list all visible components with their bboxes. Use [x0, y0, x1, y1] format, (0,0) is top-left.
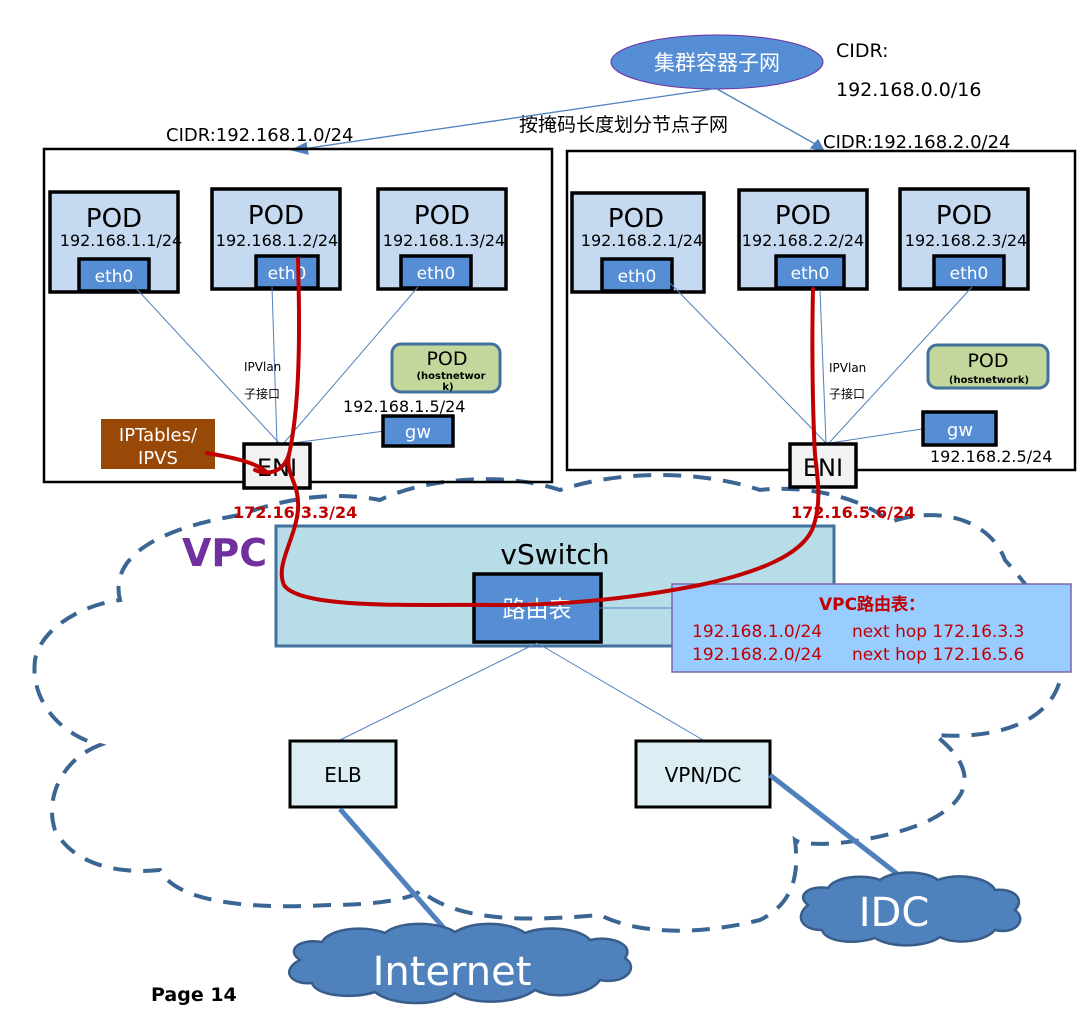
hostnet-pod-subtitle: (hostnetwor: [416, 371, 485, 382]
elb-box: ELB: [288, 739, 398, 809]
vpn-dc-box: VPN/DC: [634, 739, 772, 809]
idc-label: IDC: [859, 890, 930, 936]
vswitch-links: [339, 607, 704, 741]
route-dest: 192.168.2.0/24: [692, 645, 822, 665]
external-links: [338, 773, 907, 937]
node2-subif-label: 子接口: [829, 386, 865, 401]
cluster-cidr-label: CIDR:: [836, 40, 889, 62]
node2-ipvlan-label: IPVlan: [829, 361, 866, 375]
eth0-label: eth0: [417, 264, 456, 284]
gw-label: gw: [947, 420, 973, 441]
node1-subif-label: 子接口: [244, 386, 280, 401]
eth0-label: eth0: [791, 264, 830, 284]
pod-ip: 192.168.1.3/24: [383, 231, 505, 250]
pod-ip: 192.168.2.1/24: [581, 231, 703, 250]
route-next-hop: next hop 172.16.5.6: [852, 645, 1024, 665]
node2-pod-1: POD 192.168.2.1/24 eth0: [570, 191, 706, 294]
node2-pod-2: POD 192.168.2.2/24 eth0: [737, 188, 869, 291]
eth0-label: eth0: [95, 267, 134, 287]
traffic-path-iptables: [205, 451, 270, 475]
traffic-path: [205, 257, 821, 608]
hostnet-pod-title: POD: [426, 348, 467, 370]
node2-gw-ip: 192.168.2.5/24: [930, 447, 1052, 466]
node1-pod-2: POD 192.168.1.2/24 eth0: [210, 187, 342, 291]
eth0-interface: [774, 254, 846, 290]
eth0-label: eth0: [268, 264, 307, 284]
internet-label: Internet: [373, 949, 532, 995]
eth0-interface: [600, 257, 674, 293]
pod-title: POD: [248, 201, 304, 231]
route-table-title: VPC路由表：: [819, 594, 925, 615]
route-dest: 192.168.1.0/24: [692, 622, 822, 642]
elb-label: ELB: [324, 763, 362, 787]
pod-ip: 192.168.2.2/24: [742, 231, 864, 250]
idc-cloud: IDC: [799, 871, 1022, 947]
node1-eni-ip: 172.16.3.3/24: [233, 503, 357, 522]
pod-ip: 192.168.1.1/24: [60, 231, 182, 250]
node2-ipvlan-links: [669, 282, 973, 444]
pod-title: POD: [608, 204, 664, 234]
pod-ip: 192.168.2.3/24: [905, 231, 1027, 250]
cluster-cidr-value: 192.168.0.0/16: [836, 79, 981, 101]
node2-gateway: gw: [921, 410, 998, 447]
eth0-interface: [77, 257, 151, 293]
eth0-label: eth0: [618, 267, 657, 287]
traffic-path-route-to-pod2: [698, 287, 821, 587]
eth0-label: eth0: [950, 264, 989, 284]
pod-title: POD: [936, 201, 992, 231]
vswitch-label: vSwitch: [500, 538, 609, 571]
node2-eni: ENI: [788, 442, 858, 489]
internet-cloud: Internet: [288, 922, 633, 1005]
node1-pod-1: POD 192.168.1.1/24 eth0: [48, 190, 182, 294]
pod-ip: 192.168.1.2/24: [216, 231, 338, 250]
iptables-label: IPTables/: [119, 425, 198, 446]
route-next-hop: next hop 172.16.3.3: [852, 622, 1024, 642]
cluster-subnet: 集群容器子网: [610, 34, 824, 90]
node2-cidr-label: CIDR:192.168.2.0/24: [823, 132, 1011, 153]
vpc-label: VPC: [182, 531, 267, 575]
pod-title: POD: [86, 204, 142, 234]
route-entry: 192.168.2.0/24 next hop 172.16.5.6: [692, 645, 1024, 665]
cluster-subnet-label: 集群容器子网: [654, 51, 780, 75]
route-table-label: 路由表: [503, 597, 572, 623]
page-number: Page 14: [151, 984, 237, 1006]
hostnet-pod-subtitle: (hostnetwork): [949, 375, 1029, 386]
route-table-box: 路由表: [472, 572, 603, 644]
eth0-interface: [254, 254, 320, 290]
node1-ipvlan-label: IPVlan: [244, 360, 281, 374]
eth0-interface: [399, 254, 473, 290]
hostnet-pod-title: POD: [967, 350, 1008, 372]
node2-pod-3: POD 192.168.2.3/24 eth0: [898, 187, 1030, 291]
split-subnet-label: 按掩码长度划分节点子网: [519, 114, 728, 136]
node1-hostnetwork-pod: POD (hostnetwor k): [390, 342, 502, 394]
vpc-route-table-callout: VPC路由表： 192.168.1.0/24 next hop 172.16.3…: [671, 583, 1072, 673]
vpc-cloud-outline: [32, 473, 1064, 933]
pod-title: POD: [775, 201, 831, 231]
node2-hostnetwork-pod: POD (hostnetwork): [926, 343, 1050, 390]
hostnet-pod-subtitle-2: k): [442, 382, 453, 393]
vpn-dc-label: VPN/DC: [665, 763, 742, 787]
node1-iptables-ipvs: IPTables/ IPVS: [101, 419, 215, 469]
pod-title: POD: [414, 201, 470, 231]
node1-gateway: gw: [381, 414, 455, 448]
node2-eni-ip: 172.16.5.6/24: [791, 503, 915, 522]
ipvs-label: IPVS: [138, 448, 178, 469]
node1-pod-3: POD 192.168.1.3/24 eth0: [376, 187, 508, 291]
eth0-interface: [932, 254, 1006, 290]
eni-label: ENI: [803, 454, 843, 482]
traffic-path-pod-to-route: [253, 257, 702, 608]
route-entry: 192.168.1.0/24 next hop 172.16.3.3: [692, 622, 1024, 642]
node1-ipvlan-links: [132, 284, 419, 445]
node1-gw-ip: 192.168.1.5/24: [343, 397, 465, 416]
gw-label: gw: [405, 422, 431, 443]
node1-cidr-label: CIDR:192.168.1.0/24: [166, 125, 354, 146]
